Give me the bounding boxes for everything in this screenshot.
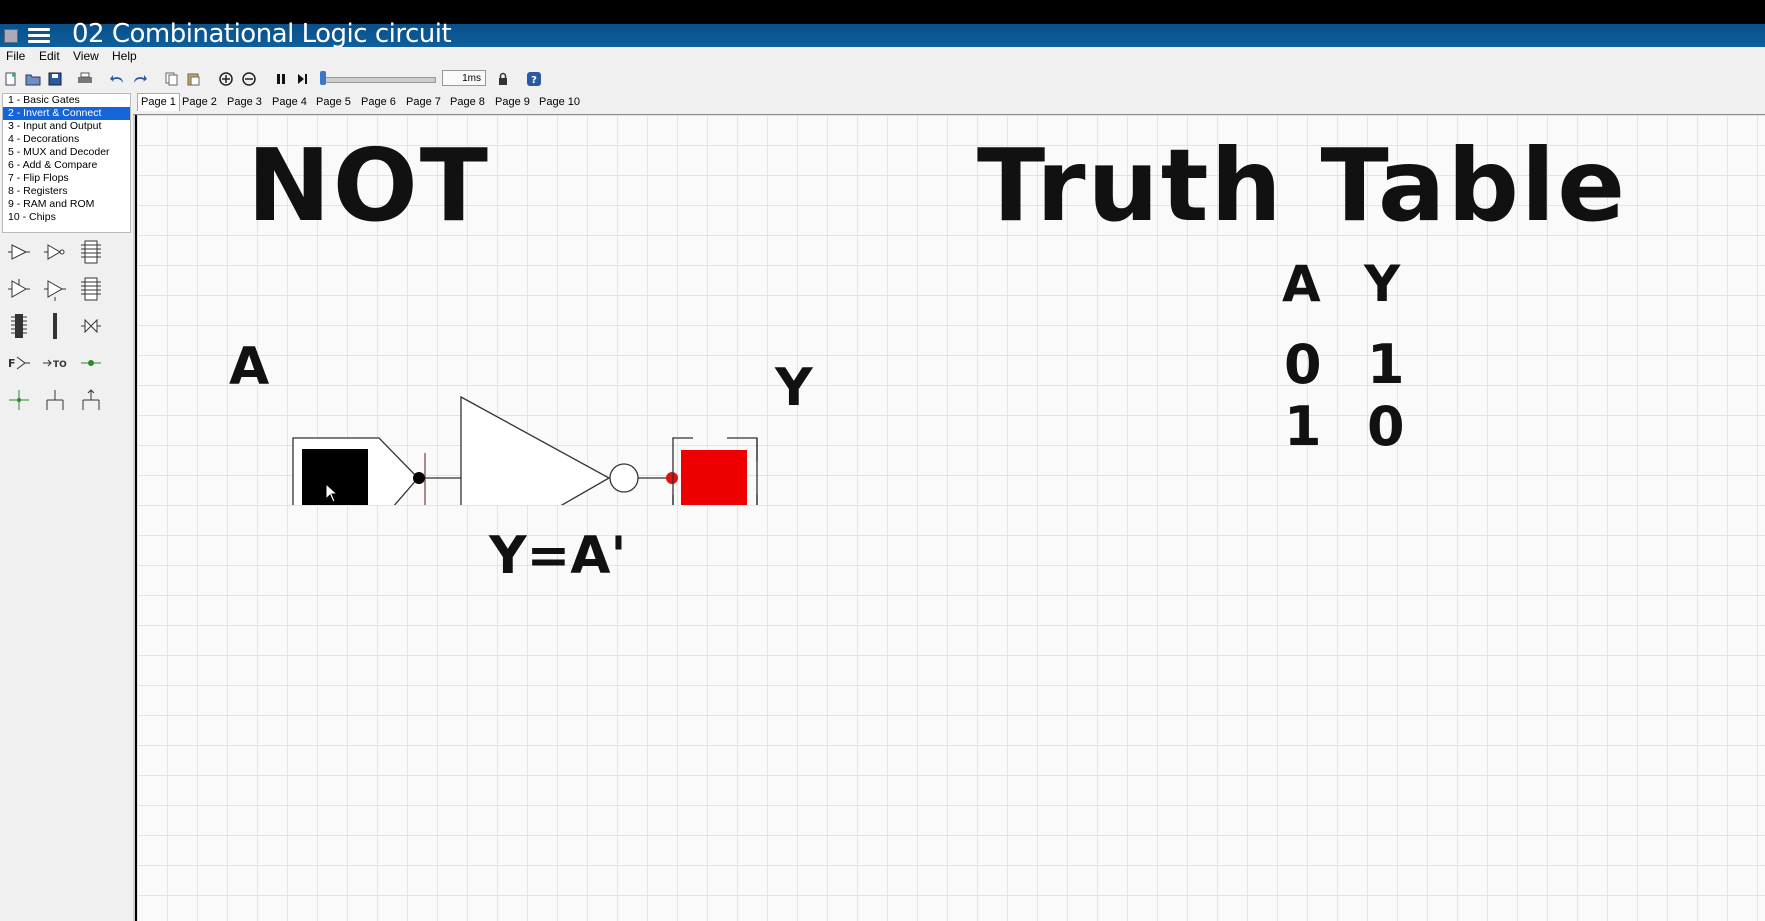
- undo-icon[interactable]: [109, 71, 125, 87]
- tt-row0-a: 0: [1284, 333, 1322, 396]
- tab-page-8[interactable]: Page 8: [450, 96, 485, 108]
- window-title: 02 Combinational Logic circuit: [72, 19, 452, 49]
- tt-row1-y: 0: [1367, 395, 1405, 458]
- svg-text:F: F: [8, 357, 16, 370]
- top-overlay-bar: [0, 0, 1765, 24]
- lock-icon[interactable]: [495, 71, 511, 87]
- buffer-tool-icon[interactable]: [6, 239, 32, 265]
- truth-table-heading: Truth Table: [977, 127, 1628, 244]
- tab-page-1[interactable]: Page 1: [137, 93, 180, 111]
- category-item[interactable]: 9 - RAM and ROM: [8, 198, 95, 210]
- svg-text:TO: TO: [53, 360, 67, 370]
- category-item[interactable]: 7 - Flip Flops: [8, 172, 69, 184]
- from-tool-icon[interactable]: F: [6, 350, 32, 376]
- output-label: Y: [775, 358, 813, 418]
- to-tool-icon[interactable]: TO: [42, 350, 68, 376]
- category-item[interactable]: 2 - Invert & Connect: [3, 107, 130, 120]
- new-file-icon[interactable]: [3, 71, 19, 87]
- gate-heading: NOT: [247, 127, 490, 244]
- not-gate[interactable]: [460, 395, 611, 505]
- save-icon[interactable]: [47, 71, 63, 87]
- bus-inverter-tool-icon[interactable]: [78, 239, 104, 265]
- tab-page-6[interactable]: Page 6: [361, 96, 396, 108]
- tab-page-10[interactable]: Page 10: [539, 96, 580, 108]
- pull-down-tool-icon[interactable]: [42, 387, 68, 413]
- output-wire-node: [666, 472, 678, 484]
- mouse-cursor-icon: [325, 482, 339, 503]
- menu-view[interactable]: View: [73, 49, 99, 63]
- transmission-gate-tool-icon[interactable]: [78, 313, 104, 339]
- circuit-canvas[interactable]: NOT Truth Table A Y Y=A' A Y 0 1 1 0: [137, 115, 1765, 921]
- tt-row1-a: 1: [1284, 395, 1322, 458]
- step-icon[interactable]: [294, 71, 310, 87]
- zoom-out-icon[interactable]: [241, 71, 257, 87]
- tab-page-9[interactable]: Page 9: [495, 96, 530, 108]
- input-switch[interactable]: [302, 449, 368, 505]
- category-item[interactable]: 3 - Input and Output: [8, 120, 102, 132]
- tt-row0-y: 1: [1367, 333, 1405, 396]
- category-item[interactable]: 6 - Add & Compare: [8, 159, 98, 171]
- tt-header-a: A: [1282, 255, 1321, 313]
- bus-tool-icon[interactable]: [42, 313, 68, 339]
- menu-edit[interactable]: Edit: [39, 49, 60, 63]
- wire-node-tool-icon[interactable]: [78, 350, 104, 376]
- redo-icon[interactable]: [132, 71, 148, 87]
- tristate-buffer-tool-icon[interactable]: [6, 276, 32, 302]
- pause-icon[interactable]: [273, 71, 289, 87]
- title-bar: 02 Combinational Logic circuit: [0, 19, 1765, 49]
- tab-page-4[interactable]: Page 4: [272, 96, 307, 108]
- speed-field[interactable]: 1ms: [442, 70, 486, 86]
- tab-page-2[interactable]: Page 2: [182, 96, 217, 108]
- menu-bar: File Edit View Help: [0, 47, 1765, 66]
- input-label: A: [229, 337, 270, 397]
- speed-slider-thumb[interactable]: [320, 71, 326, 85]
- equation: Y=A': [489, 526, 627, 586]
- tab-page-3[interactable]: Page 3: [227, 96, 262, 108]
- help-icon[interactable]: ?: [526, 71, 542, 87]
- tt-header-y: Y: [1364, 255, 1401, 313]
- menu-file[interactable]: File: [6, 49, 26, 63]
- splitter-tool-icon[interactable]: [6, 313, 32, 339]
- toolbar: 1ms ?: [0, 66, 1765, 94]
- print-icon[interactable]: [77, 71, 93, 87]
- category-item[interactable]: 8 - Registers: [8, 185, 68, 197]
- not-gate-bubble: [609, 463, 639, 493]
- open-folder-icon[interactable]: [25, 71, 41, 87]
- tristate-inverter-tool-icon[interactable]: [42, 276, 68, 302]
- inverter-tool-icon[interactable]: [42, 239, 68, 265]
- paste-icon[interactable]: [186, 71, 202, 87]
- svg-text:?: ?: [531, 75, 537, 86]
- category-item[interactable]: 5 - MUX and Decoder: [8, 146, 110, 158]
- tab-page-5[interactable]: Page 5: [316, 96, 351, 108]
- menu-help[interactable]: Help: [112, 49, 137, 63]
- bus-tristate-tool-icon[interactable]: [78, 276, 104, 302]
- output-led: [681, 450, 747, 505]
- pull-up-tool-icon[interactable]: [78, 387, 104, 413]
- menu-icon[interactable]: [28, 28, 50, 44]
- tab-page-7[interactable]: Page 7: [406, 96, 441, 108]
- copy-icon[interactable]: [164, 71, 180, 87]
- app-icon: [4, 29, 18, 43]
- category-item[interactable]: 10 - Chips: [8, 211, 56, 223]
- input-wire-node: [413, 472, 425, 484]
- category-item[interactable]: 4 - Decorations: [8, 133, 80, 145]
- speed-slider-track[interactable]: [322, 77, 436, 83]
- junction-tool-icon[interactable]: [6, 387, 32, 413]
- category-item[interactable]: 1 - Basic Gates: [8, 94, 80, 106]
- not-circuit-diagram: [292, 395, 758, 505]
- zoom-in-icon[interactable]: [218, 71, 234, 87]
